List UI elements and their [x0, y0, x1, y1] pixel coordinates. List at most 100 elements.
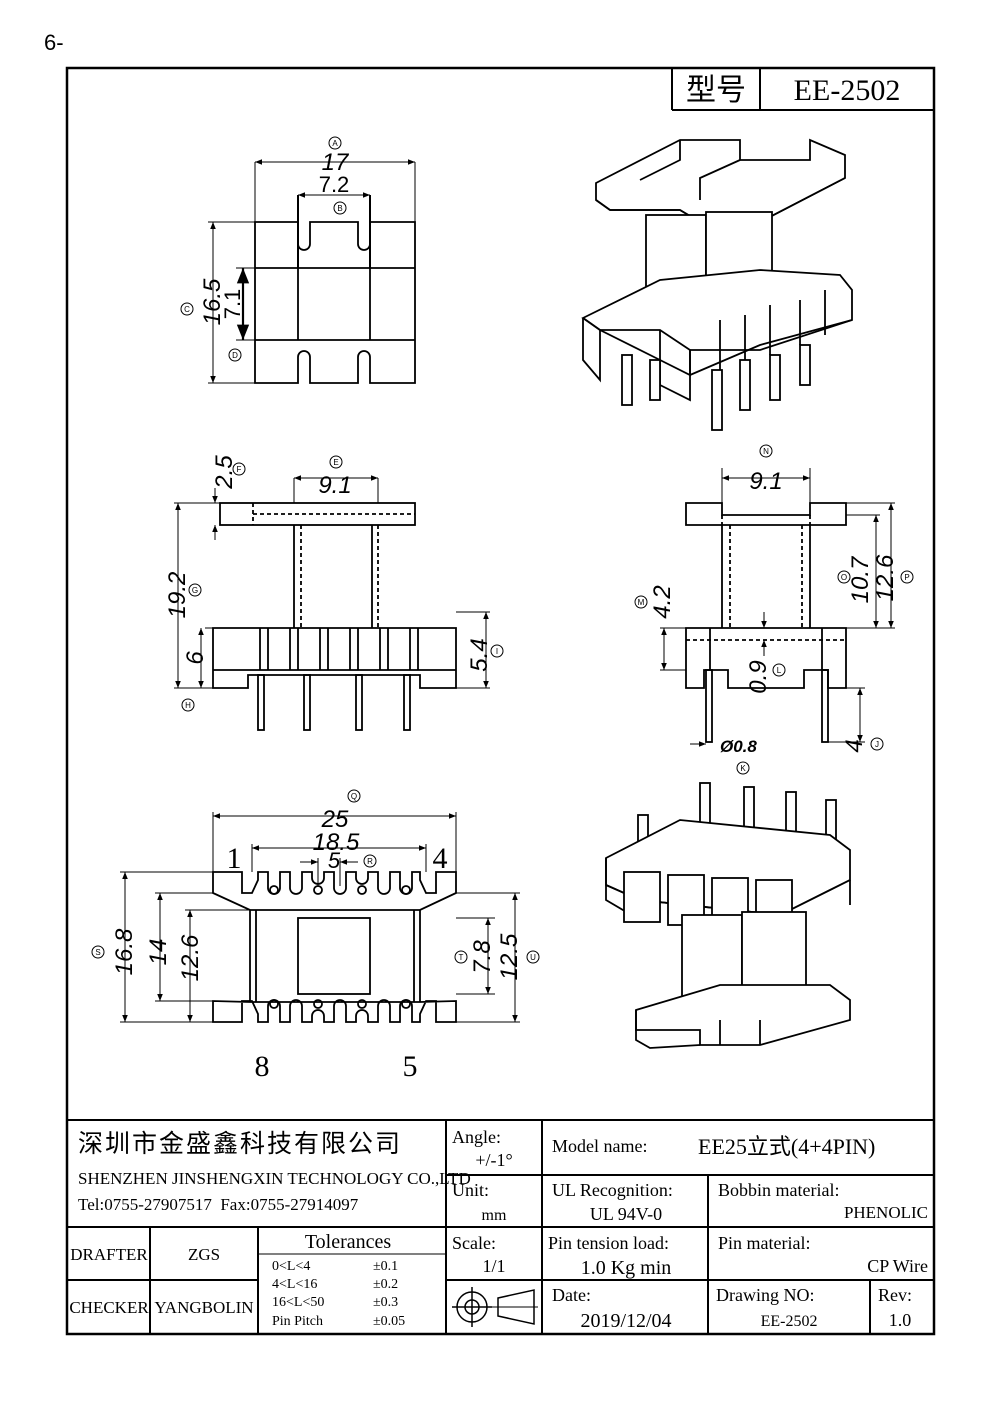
pin-tension-value: 1.0 Kg min: [581, 1257, 672, 1279]
dim-16-5: 16.5: [199, 278, 226, 325]
bottom-view-dims: [120, 812, 520, 1023]
dim-bot-25: 25: [321, 806, 349, 833]
pin-label-5: 5: [403, 1050, 418, 1083]
marker-q: Q: [351, 792, 357, 801]
side-view-dims: [174, 475, 490, 689]
tolerance-value: ±0.2: [373, 1277, 398, 1292]
marker-r: R: [367, 857, 373, 866]
marker-p: P: [904, 573, 909, 582]
tolerance-value: ±0.3: [373, 1295, 398, 1310]
angle-label: Angle:: [452, 1127, 501, 1147]
tolerances-title: Tolerances: [305, 1231, 392, 1253]
model-name-label: Model name:: [552, 1136, 647, 1156]
pin-material-value: CP Wire: [867, 1256, 928, 1276]
rev-value: 1.0: [889, 1310, 912, 1330]
unit-value: mm: [482, 1207, 507, 1224]
marker-k: K: [740, 764, 746, 773]
dim-end-4: 4: [841, 739, 868, 752]
dim-end-4-2: 4.2: [649, 585, 676, 618]
date-label: Date:: [552, 1285, 591, 1305]
drafter-label: DRAFTER: [70, 1245, 148, 1264]
marker-i: I: [496, 647, 498, 656]
tolerance-range: 4<L<16: [272, 1277, 317, 1292]
marker-n: N: [763, 447, 769, 456]
bobbin-material-value: PHENOLIC: [844, 1203, 928, 1222]
marker-g: G: [192, 586, 198, 595]
angle-value: +/-1°: [475, 1150, 512, 1170]
pin-label-1: 1: [227, 842, 242, 875]
marker-o: O: [841, 573, 847, 582]
ul-recognition-value: UL 94V-0: [590, 1204, 662, 1224]
dim-bot-16-8: 16.8: [111, 928, 138, 975]
dim-bot-12-5: 12.5: [496, 933, 523, 980]
dim-7-1: 7.1: [220, 289, 245, 320]
side-view: [212, 502, 457, 731]
marker-circles: [91, 136, 914, 964]
dim-bot-5: 5: [328, 848, 341, 873]
top-view-dims: [208, 159, 416, 384]
tolerance-table: 0<L<4 ±0.1 4<L<16 ±0.2 16<L<50 ±0.3 Pin …: [272, 1259, 405, 1329]
marker-e: E: [333, 458, 338, 467]
header-box: [671, 68, 934, 111]
top-view: [254, 221, 416, 384]
marker-a: A: [332, 139, 338, 148]
unit-label: Unit:: [452, 1180, 489, 1200]
sheet-border: [65, 66, 936, 1336]
end-view-dims: [660, 468, 895, 747]
ul-recognition-label: UL Recognition:: [552, 1180, 673, 1200]
company-name-en: SHENZHEN JINSHENGXIN TECHNOLOGY CO.,LTD: [78, 1169, 471, 1188]
dim-7-2: 7.2: [319, 172, 350, 197]
marker-letters: A B C D E F G H I N O P M L J K Q R S T …: [95, 139, 909, 962]
drawing-no-value: EE-2502: [761, 1313, 818, 1330]
dim-bot-18-5: 18.5: [313, 829, 360, 856]
date-value: 2019/12/04: [580, 1310, 671, 1332]
pin-label-8: 8: [255, 1050, 270, 1083]
page-number: 6-: [44, 30, 64, 55]
header-model-value: EE-2502: [794, 74, 901, 107]
marker-h: H: [185, 701, 191, 710]
dim-side-19-2: 19.2: [164, 572, 191, 619]
dim-end-0-9: 0.9: [745, 660, 772, 693]
end-view: [685, 502, 847, 743]
dim-end-10-7: 10.7: [847, 555, 874, 603]
title-block-grid: [67, 1119, 934, 1334]
projection-symbol: [452, 1287, 538, 1327]
iso-view-top: [581, 138, 853, 431]
marker-j: J: [875, 740, 879, 749]
pin-label-4: 4: [433, 842, 448, 875]
company-tel-fax: Tel:0755-27907517 Fax:0755-27914097: [78, 1195, 359, 1214]
tolerance-range: 16<L<50: [272, 1295, 324, 1310]
model-name-value: EE25立式(4+4PIN): [698, 1134, 875, 1159]
dim-bot-7-8: 7.8: [469, 940, 496, 974]
marker-d: D: [232, 351, 238, 360]
pin-material-label: Pin material:: [718, 1233, 810, 1253]
marker-b: B: [337, 204, 342, 213]
tolerance-value: ±0.1: [373, 1259, 398, 1274]
dim-end-12-6: 12.6: [872, 554, 899, 601]
iso-view-bottom: [605, 782, 851, 1049]
pin-tension-label: Pin tension load:: [548, 1233, 669, 1253]
company-name-cn: 深圳市金盛鑫科技有限公司: [78, 1129, 402, 1158]
dim-end-9-1: 9.1: [749, 468, 782, 495]
marker-u: U: [530, 953, 536, 962]
marker-m: M: [638, 598, 645, 607]
dim-side-6: 6: [182, 651, 209, 665]
marker-l: L: [777, 666, 782, 675]
dim-bot-14: 14: [145, 939, 172, 966]
scale-value: 1/1: [482, 1256, 505, 1276]
scale-label: Scale:: [452, 1233, 496, 1253]
bobbin-material-label: Bobbin material:: [718, 1180, 839, 1200]
marker-s: S: [95, 948, 100, 957]
dim-side-9-1: 9.1: [318, 472, 351, 499]
bottom-view: [212, 871, 457, 1023]
tolerance-range: Pin Pitch: [272, 1314, 323, 1329]
dim-end-pin-dia: Ø0.8: [720, 737, 757, 756]
drawing-no-label: Drawing NO:: [716, 1285, 814, 1305]
marker-f: F: [237, 465, 242, 474]
dim-17: 17: [322, 149, 350, 176]
checker-value: YANGBOLIN: [154, 1298, 253, 1317]
checker-label: CHECKER: [69, 1298, 149, 1317]
tolerance-range: 0<L<4: [272, 1259, 310, 1274]
marker-t: T: [459, 953, 464, 962]
